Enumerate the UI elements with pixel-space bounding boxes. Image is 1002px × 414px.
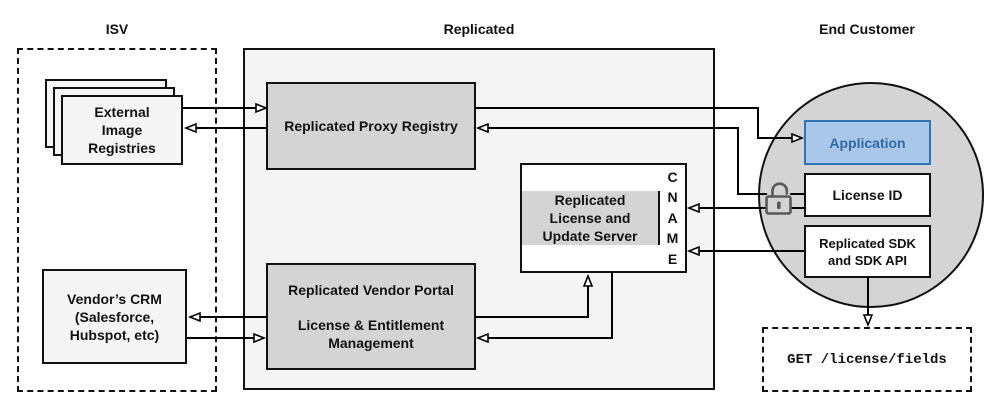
replicated-license-update-server-node: Replicated License and Update Server [522, 191, 660, 245]
node-label: License ID [832, 187, 903, 203]
cname-letter: M [666, 230, 679, 247]
isv-section-label: ISV [105, 21, 129, 37]
node-label: Replicated Proxy Registry [284, 118, 458, 134]
node-label-line: Replicated [554, 192, 626, 208]
node-label-line: Registries [88, 140, 156, 156]
endpoint-label: GET /license/fields [787, 351, 947, 368]
node-label-line: External [94, 104, 150, 120]
node-label-line: License and [549, 210, 631, 226]
replicated-proxy-registry-node: Replicated Proxy Registry [266, 82, 476, 170]
replicated-section-label: Replicated [443, 21, 515, 37]
node-label-line: (Salesforce, [74, 308, 155, 325]
cname-letter: C [667, 168, 678, 185]
get-license-fields-endpoint-node: GET /license/fields [762, 327, 972, 392]
cname-strip: C N A M E [660, 166, 685, 270]
external-image-registries-node: External Image Registries [61, 95, 183, 165]
node-label-line: Hubspot, etc) [69, 326, 160, 343]
vendor-crm-node: Vendor’s CRM (Salesforce, Hubspot, etc) [42, 269, 187, 364]
cname-letter: N [667, 189, 678, 206]
node-label-line: License & Entitlement [297, 317, 445, 333]
node-label-line: Update Server [542, 228, 638, 244]
replicated-sdk-node: Replicated SDK and SDK API [804, 225, 931, 278]
node-label-line: Replicated SDK [819, 235, 916, 251]
isv-boundary-box [17, 48, 217, 392]
cname-letter: A [667, 209, 678, 226]
node-title: Replicated Vendor Portal [288, 282, 454, 298]
replicated-license-update-server-group: Replicated License and Update Server C N… [520, 163, 687, 273]
cname-letter: E [667, 250, 678, 267]
application-node: Application [804, 120, 931, 165]
node-label-line: Management [328, 335, 414, 351]
node-label-line: Image [101, 122, 143, 138]
node-label: Application [829, 134, 906, 151]
node-label-line: Vendor’s CRM [67, 290, 162, 307]
node-label-line: and SDK API [828, 252, 907, 268]
replicated-vendor-portal-node: Replicated Vendor Portal License & Entit… [266, 263, 476, 370]
end-customer-section-label: End Customer [819, 21, 915, 37]
license-id-node: License ID [804, 173, 931, 217]
